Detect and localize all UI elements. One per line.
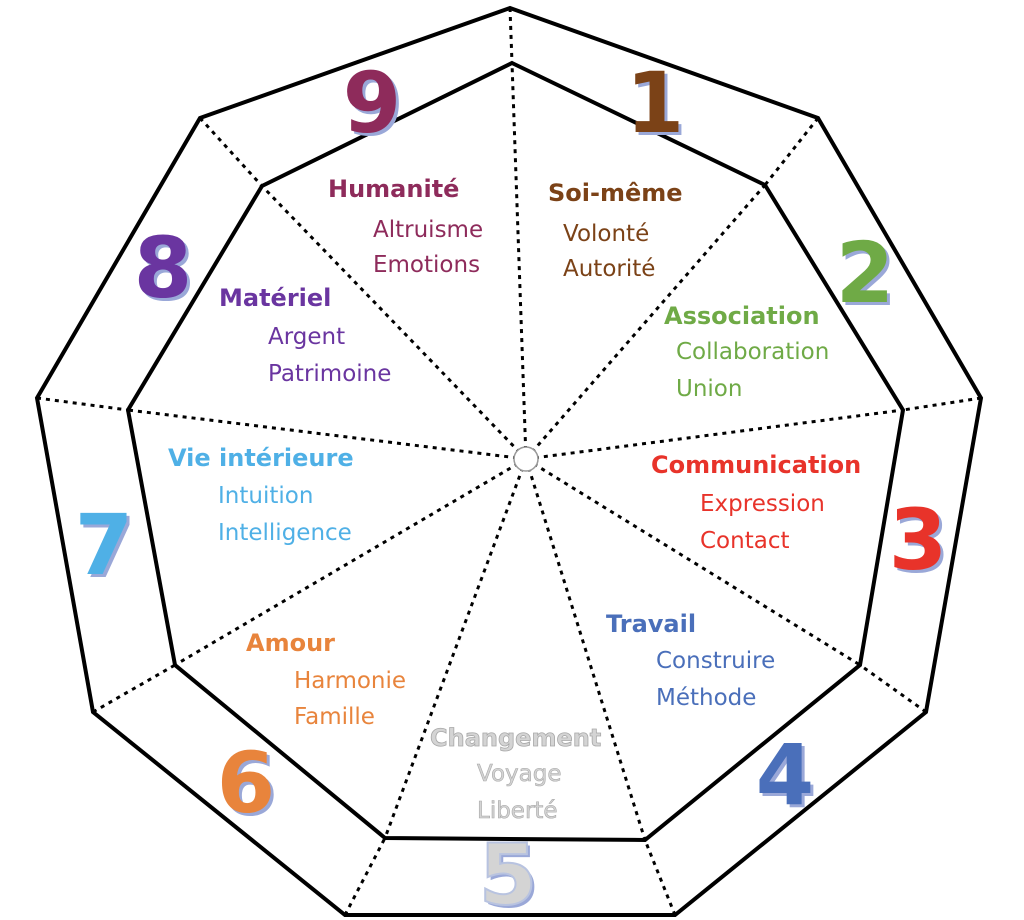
sector-keyword-1-1: Volonté (563, 221, 649, 247)
sector-number-1: 1 (626, 54, 684, 152)
sector-keyword-5-1: Voyage (477, 761, 561, 787)
sector-number-2: 2 (836, 224, 894, 322)
inner-nonagon (125, 60, 906, 843)
sector-keyword-3-1: Expression (700, 491, 825, 517)
sector-title-2: Association (664, 302, 820, 330)
number-7-shadow: 7 (78, 499, 136, 597)
sector-keyword-6-2: Famille (294, 704, 375, 730)
sector-keyword-8-1: Argent (268, 324, 345, 350)
sector-keyword-4-1: Construire (656, 648, 775, 674)
number-6-shadow: 6 (220, 737, 278, 835)
number-9-shadow: 9 (346, 57, 404, 155)
sector-keyword-2-2: Union (676, 376, 742, 402)
spokes (127, 62, 904, 841)
sector-title-3: Communication (651, 451, 861, 479)
number-4-shadow: 4 (759, 729, 817, 827)
sector-title-9: Humanité (328, 175, 459, 203)
number-1-shadow: 1 (629, 57, 687, 155)
sector-title-7: Vie intérieure (168, 444, 354, 472)
sector-number-3: 3 (889, 491, 947, 589)
sector-keyword-8-2: Patrimoine (268, 361, 391, 387)
center-circle (513, 446, 539, 472)
sector-number-9: 9 (343, 54, 401, 152)
number-2-shadow: 2 (839, 227, 897, 325)
sector-number-7: 7 (75, 496, 133, 594)
sector-title-6: Amour (246, 629, 335, 657)
sector-keyword-9-1: Altruisme (373, 217, 483, 243)
sector-keyword-1-2: Autorité (563, 256, 655, 282)
number-3-shadow: 3 (892, 494, 950, 592)
sector-number-5: 5 (479, 826, 537, 920)
sector-keyword-5-2: Liberté (477, 798, 558, 824)
sector-number-6: 6 (217, 734, 275, 832)
sector-keyword-2-1: Collaboration (676, 339, 829, 365)
number-8-shadow: 8 (137, 222, 195, 320)
sector-number-8: 8 (134, 219, 192, 317)
corner-connectors (36, 7, 982, 916)
sector-title-4: Travail (606, 610, 696, 638)
sector-keyword-9-2: Emotions (373, 252, 480, 278)
sector-keyword-7-2: Intelligence (218, 520, 352, 546)
sector-keyword-6-1: Harmonie (294, 668, 406, 694)
sector-title-5: Changement (430, 724, 601, 752)
sector-title-8: Matériel (219, 284, 331, 312)
sector-title-1: Soi-même (548, 179, 683, 207)
outer-nonagon (34, 5, 984, 917)
sector-keyword-7-1: Intuition (218, 483, 313, 509)
number-5-shadow: 5 (482, 829, 540, 920)
sector-number-4: 4 (756, 726, 814, 824)
sector-keyword-3-2: Contact (700, 528, 789, 554)
sector-keyword-4-2: Méthode (656, 685, 756, 711)
